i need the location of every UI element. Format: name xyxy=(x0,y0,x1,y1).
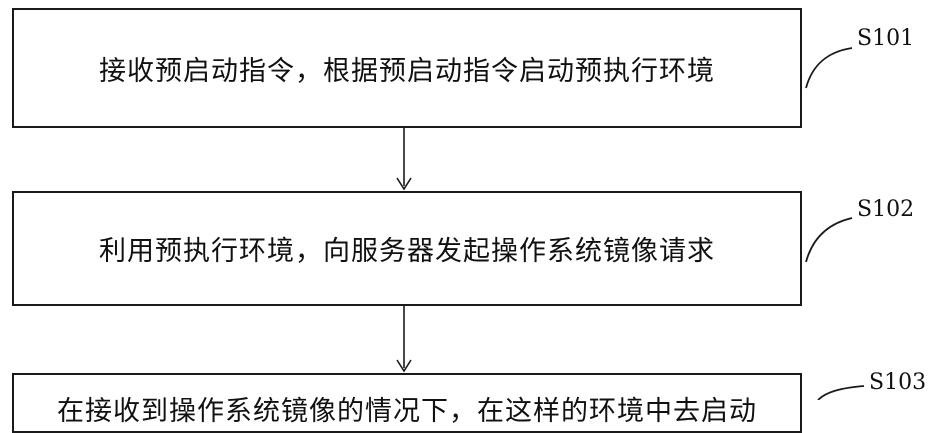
arrow-s101-to-s102 xyxy=(396,128,412,191)
step-label-s102: S102 xyxy=(857,197,915,222)
step-label-s101: S101 xyxy=(857,26,915,51)
step-text-s103: 在接收到操作系统镜像的情况下，在这样的环境中去启动 xyxy=(57,396,757,427)
arrow-s102-to-s103 xyxy=(396,306,412,373)
step-box-s102: 利用预执行环境，向服务器发起操作系统镜像请求 xyxy=(12,191,802,306)
leader-s101 xyxy=(805,47,853,89)
step-text-s101: 接收预启动指令，根据预启动指令启动预执行环境 xyxy=(99,55,715,87)
step-label-s103: S103 xyxy=(869,370,927,395)
step-box-s103: 在接收到操作系统镜像的情况下，在这样的环境中去启动 xyxy=(12,373,802,433)
leader-s102 xyxy=(805,217,853,263)
step-text-s102: 利用预执行环境，向服务器发起操作系统镜像请求 xyxy=(99,236,715,267)
step-box-s101: 接收预启动指令，根据预启动指令启动预执行环境 xyxy=(12,8,802,128)
leader-s103 xyxy=(817,385,865,400)
